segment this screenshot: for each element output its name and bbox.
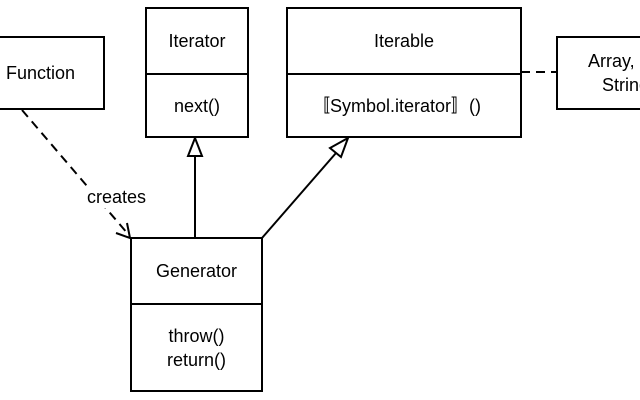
iterator-method-next: next() xyxy=(173,95,220,116)
function-box: Function xyxy=(0,36,105,110)
generator-iterable-edge xyxy=(261,152,337,239)
iterator-generalization-arrowhead xyxy=(186,135,204,157)
iterable-box: Iterable 〚Symbol.iterator〛() xyxy=(286,7,522,138)
creates-label: creates xyxy=(86,186,148,208)
array-string-box: Array, String xyxy=(556,36,640,110)
iterable-name: Iterable xyxy=(373,31,435,51)
generator-method-return: return() xyxy=(166,349,226,370)
iterator-box: Iterator next() xyxy=(145,7,249,138)
generator-box: Generator throw() return() xyxy=(130,237,263,392)
string-label: String xyxy=(602,75,640,95)
creates-edge xyxy=(21,109,129,235)
iterator-name: Iterator xyxy=(168,31,226,51)
function-name: Function xyxy=(5,63,75,83)
iterable-generalization-arrowhead xyxy=(328,135,350,159)
array-label: Array, xyxy=(588,51,635,71)
creates-arrowhead xyxy=(115,222,132,240)
generator-method-throw: throw() xyxy=(168,325,225,346)
generator-name: Generator xyxy=(155,261,238,281)
iterable-method-symbol-iterator: 〚Symbol.iterator〛() xyxy=(312,95,482,116)
